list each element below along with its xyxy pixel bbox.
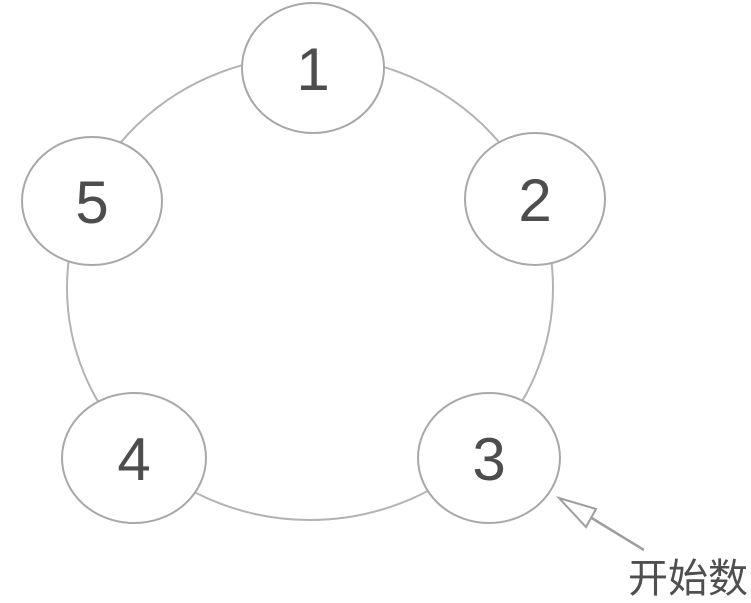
node-label-2: 2 xyxy=(518,167,551,234)
node-label-3: 3 xyxy=(472,426,505,493)
node-circle-5 xyxy=(21,136,163,266)
start-arrow xyxy=(555,495,645,552)
node-3: 3 xyxy=(417,392,561,524)
node-5: 5 xyxy=(21,136,163,266)
node-circle-3 xyxy=(417,392,561,524)
arrowhead-icon xyxy=(555,495,598,529)
node-1: 1 xyxy=(241,2,385,134)
start-label: 开始数 xyxy=(628,557,748,601)
node-label-1: 1 xyxy=(296,36,329,103)
node-label-4: 4 xyxy=(117,426,150,493)
node-2: 2 xyxy=(464,132,606,266)
arrow-shaft xyxy=(589,515,645,552)
node-label-5: 5 xyxy=(75,169,108,236)
node-circle-1 xyxy=(241,2,385,134)
node-4: 4 xyxy=(61,392,207,524)
node-circle-4 xyxy=(61,392,207,524)
node-circle-2 xyxy=(464,132,606,266)
